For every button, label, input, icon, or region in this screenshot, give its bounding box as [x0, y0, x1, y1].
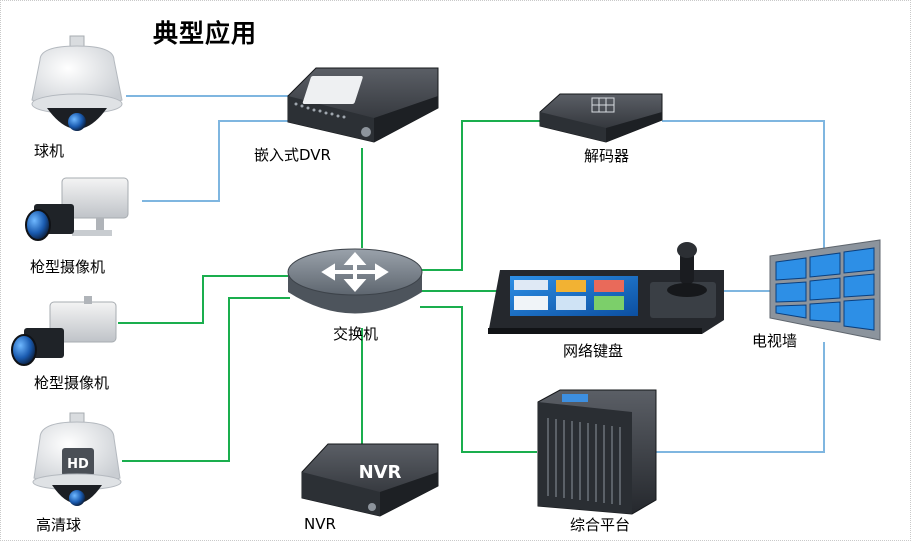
link-hddome-switch — [122, 297, 290, 462]
nvr-badge: NVR — [359, 462, 402, 483]
video-wall-label: 电视墙 — [752, 332, 798, 350]
platform-label: 综合平台 — [570, 516, 631, 534]
keyboard-label: 网络键盘 — [563, 342, 624, 360]
link-switch-decoder — [420, 120, 542, 271]
bullet-camera-icon — [11, 296, 117, 366]
bullet-camera-1-label: 枪型摄像机 — [30, 258, 106, 276]
bullet-camera-2-label: 枪型摄像机 — [34, 374, 110, 392]
diagram-title: 典型应用 — [153, 19, 258, 48]
decoder-label: 解码器 — [584, 147, 630, 165]
nvr-icon: NVR — [301, 443, 439, 517]
link-bullet1-dvr — [142, 120, 290, 202]
hd-dome-camera-icon: HD — [32, 412, 122, 506]
dvr-icon — [287, 67, 439, 143]
bullet-camera-icon — [25, 177, 129, 241]
switch-label: 交换机 — [333, 325, 379, 343]
decoder-grid-icon — [591, 97, 615, 113]
nvr-label: NVR — [304, 515, 336, 533]
dome-camera-label: 球机 — [34, 142, 65, 160]
green-links — [118, 120, 542, 462]
platform-chassis-icon — [537, 389, 657, 515]
decoder-icon — [539, 93, 663, 143]
blue-links — [126, 95, 825, 453]
hd-badge: HD — [67, 457, 89, 472]
link-switch-platform — [420, 306, 537, 453]
dvr-label: 嵌入式DVR — [254, 146, 331, 164]
video-wall-icon — [769, 239, 881, 341]
link-decoder-videowall — [662, 120, 825, 260]
link-platform-videowall — [656, 342, 825, 453]
link-bullet2-switch — [118, 275, 290, 324]
network-keyboard-icon — [488, 242, 724, 334]
video-wall-screens — [775, 247, 875, 331]
dome-camera-icon — [31, 35, 123, 131]
switch-icon — [287, 248, 423, 314]
hd-dome-label: 高清球 — [36, 516, 82, 534]
